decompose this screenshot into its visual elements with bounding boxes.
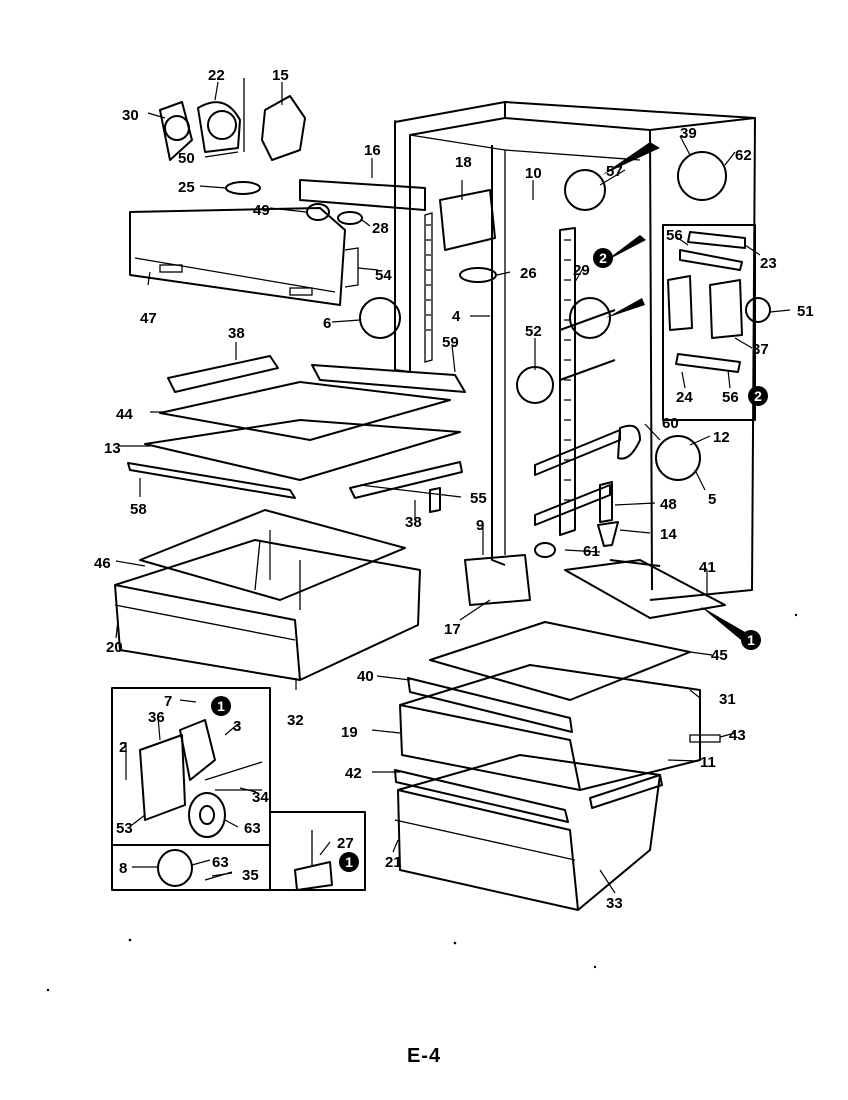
note-badge-circle [211,696,231,716]
callout-c59: 59 [442,334,459,351]
note-badge-b2b: 2 [748,386,768,406]
callout-c15: 15 [272,67,289,84]
note-badge-circle [741,630,761,650]
callout-c19: 19 [341,724,358,741]
callout-c62: 62 [735,147,752,164]
right-crisper-drawers [394,559,726,911]
callout-c14: 14 [660,526,677,543]
callout-c2: 2 [119,739,127,756]
callout-c63b: 63 [212,854,229,871]
callout-c46: 46 [94,555,111,572]
callout-c7: 7 [164,693,172,710]
callout-c3: 3 [233,718,241,735]
callout-c10: 10 [525,165,542,182]
left-crisper-drawer [114,509,421,681]
callout-c43: 43 [729,727,746,744]
callout-c11: 11 [700,754,716,771]
leader-lines [115,81,791,894]
callout-c49: 49 [253,202,270,219]
callout-c57: 57 [606,163,623,180]
note-badge-circle [748,386,768,406]
inset-boxes [111,224,756,891]
note-badge-number: 1 [747,632,755,648]
callout-c37: 37 [752,341,769,358]
callout-c32: 32 [287,712,304,729]
callout-c55: 55 [470,490,487,507]
callout-c31: 31 [719,691,736,708]
control-housing-panel [129,207,359,306]
callout-c36: 36 [148,709,165,726]
callout-c4: 4 [452,308,461,325]
callout-c53: 53 [116,820,133,837]
note-badge-circle [339,852,359,872]
callout-c61: 61 [583,543,600,560]
note-badge-b1a: 1 [741,630,761,650]
callout-c29: 29 [573,262,590,279]
page-number: E-4 [407,1045,441,1067]
callout-c6: 6 [323,315,331,332]
small-fittings [269,142,771,640]
note-badge-number: 2 [754,388,762,404]
callout-c56b: 56 [722,389,739,406]
callout-c44: 44 [116,406,133,423]
callout-c23: 23 [760,255,777,272]
note-badge-b1b: 1 [211,696,231,716]
callout-c33: 33 [606,895,623,912]
note-badge-number: 1 [217,698,225,714]
scan-specks [46,613,798,992]
callout-c24: 24 [676,389,693,406]
callout-c51: 51 [797,303,814,320]
callout-c22: 22 [208,67,225,84]
callout-c40: 40 [357,668,374,685]
callout-c20: 20 [106,639,123,656]
callout-c39: 39 [680,125,697,142]
callout-c52: 52 [525,323,542,340]
callout-c5: 5 [708,491,716,508]
callout-c21: 21 [385,854,402,871]
callout-c48: 48 [660,496,677,513]
cabinet-shell [394,101,756,601]
callout-c45: 45 [711,647,728,664]
callout-c56a: 56 [666,227,683,244]
note-badge-number: 1 [345,854,353,870]
callout-c54: 54 [375,267,392,284]
callout-c42: 42 [345,765,362,782]
callout-c63a: 63 [244,820,261,837]
callout-c34: 34 [252,789,269,806]
callout-c41: 41 [699,559,716,576]
callout-c50: 50 [178,150,195,167]
callout-c17: 17 [444,621,461,638]
shelf-rail-ladder [424,212,621,536]
callout-c30: 30 [122,107,139,124]
note-badge-b1c: 1 [339,852,359,872]
callout-c58: 58 [130,501,147,518]
callout-c60: 60 [662,415,679,432]
note-badge-b2a: 2 [593,248,613,268]
callout-c38b: 38 [405,514,422,531]
callout-c26: 26 [520,265,537,282]
callout-c13: 13 [104,440,121,457]
callout-c47: 47 [140,310,157,327]
callout-c16: 16 [364,142,381,159]
callout-c25: 25 [178,179,195,196]
callout-c9: 9 [476,517,484,534]
callout-c38a: 38 [228,325,245,342]
callout-c8: 8 [119,860,127,877]
callout-c18: 18 [455,154,472,171]
callout-c12: 12 [713,429,730,446]
upper-shelf-assembly [127,297,466,499]
top-control-parts [159,78,497,283]
note-badge-circle [593,248,613,268]
callout-c35: 35 [242,867,259,884]
note-badge-number: 2 [599,250,607,266]
callout-c28: 28 [372,220,389,237]
callout-c27: 27 [337,835,354,852]
